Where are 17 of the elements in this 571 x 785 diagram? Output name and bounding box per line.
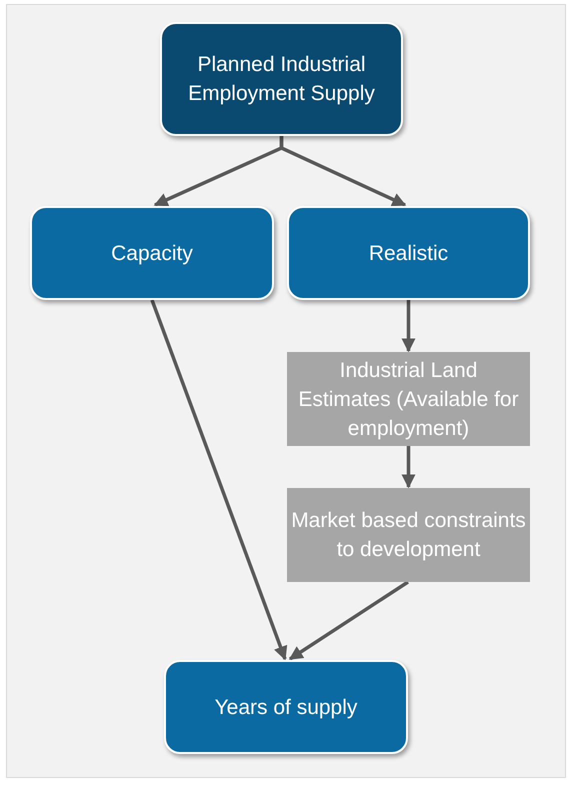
box-label: Realistic <box>368 240 448 266</box>
box-label: Industrial Land Estimates (Available for employment) <box>297 358 520 442</box>
box-label: Market based constraints to development <box>291 508 526 563</box>
arrow <box>402 446 416 488</box>
arrow <box>280 136 406 207</box>
box-label: Capacity <box>111 240 193 266</box>
arrow <box>288 580 409 660</box>
box-label: Years of supply <box>214 694 358 720</box>
process-box <box>287 352 530 446</box>
process-box <box>30 206 274 300</box>
process-box <box>287 488 530 582</box>
arrow <box>402 300 416 352</box>
process-box <box>160 22 403 136</box>
arrow <box>150 299 288 660</box>
box-label: Planned Industrial Employment Supply <box>187 52 376 107</box>
process-box <box>164 660 408 754</box>
process-box <box>287 206 530 300</box>
